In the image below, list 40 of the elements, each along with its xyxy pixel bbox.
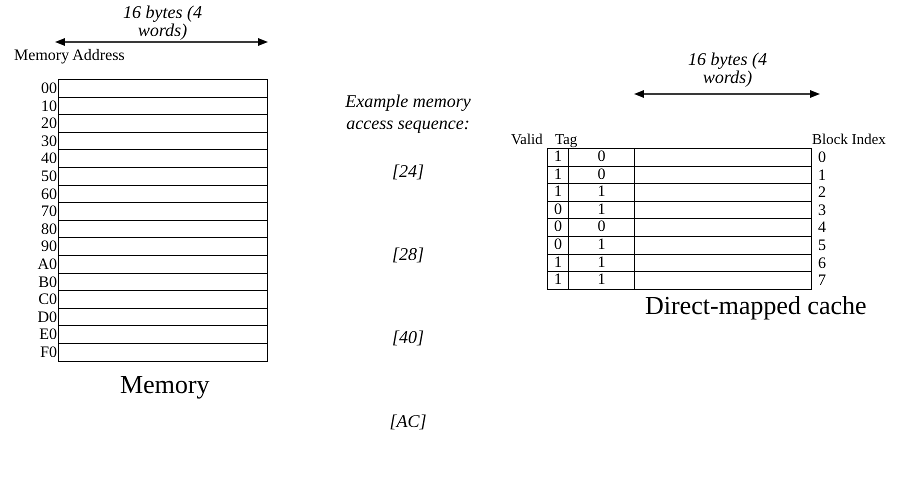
address-label: F0	[39, 345, 57, 361]
address-label: 30	[40, 134, 57, 150]
block-index: 1	[818, 168, 826, 184]
block-index: 0	[818, 150, 826, 166]
block-index: 2	[818, 185, 826, 202]
address-label: D0	[36, 310, 57, 326]
address-label: 90	[40, 239, 57, 256]
column-heading: Memory Address	[14, 48, 125, 64]
address-label: 40	[40, 151, 57, 168]
access-address: [40]	[390, 328, 425, 346]
block-index: 5	[818, 238, 826, 254]
diagram-caption: Direct-mapped cache	[645, 293, 867, 319]
access-address: [24]	[390, 162, 425, 180]
address-label: E0	[38, 327, 57, 344]
address-label: 50	[40, 169, 57, 185]
address-label: 70	[40, 204, 57, 220]
address-label: 00	[40, 81, 57, 97]
tag-value: 1	[568, 271, 635, 290]
column-heading: Valid	[511, 133, 543, 148]
valid-bit: 1	[547, 271, 569, 290]
address-label: 80	[40, 222, 57, 238]
address-label: 10	[40, 98, 57, 115]
column-heading: Tag	[555, 133, 578, 148]
block-index: 3	[818, 202, 826, 219]
address-label: 20	[40, 116, 57, 132]
width-label: 16 bytes (4 words)	[687, 50, 768, 86]
address-label: 60	[40, 186, 57, 203]
address-label: A0	[36, 257, 57, 273]
block-index: 7	[818, 273, 826, 290]
column-heading: Block Index	[812, 133, 886, 148]
access-address: [AC]	[388, 412, 428, 430]
width-label: 16 bytes (4 words)	[122, 3, 203, 39]
block-index: 4	[818, 220, 826, 236]
block-index: 6	[818, 256, 826, 272]
address-label: B0	[37, 274, 57, 291]
address-label: C0	[37, 292, 57, 308]
access-address: [28]	[390, 245, 425, 263]
sequence-heading: Example memory access sequence:	[344, 90, 472, 134]
valid-bit: 1	[547, 148, 569, 167]
diagram-caption: Memory	[120, 372, 210, 398]
